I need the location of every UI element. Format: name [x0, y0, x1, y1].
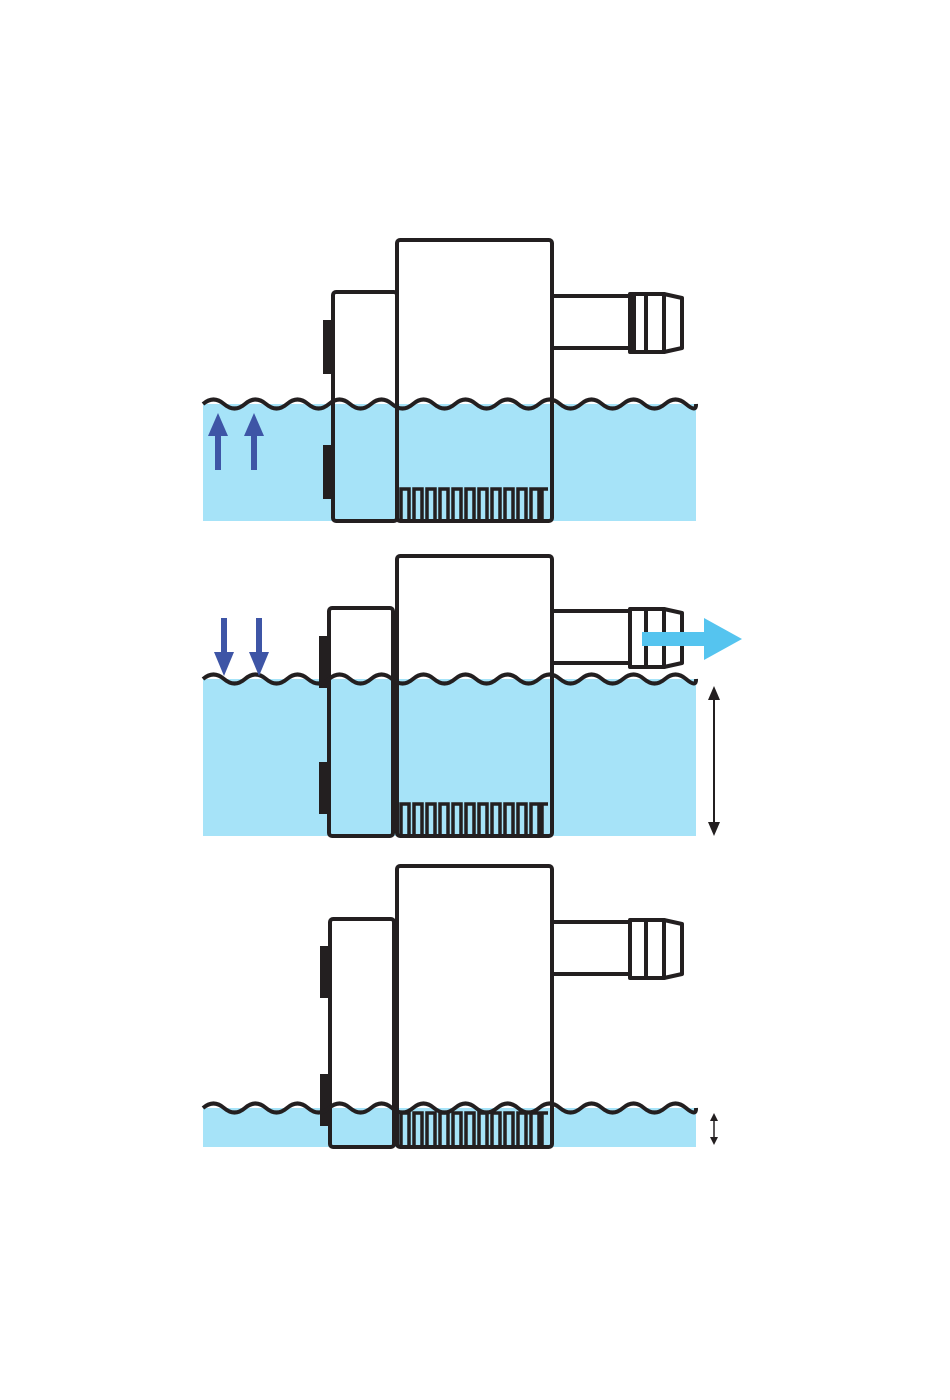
intake-grille [401, 804, 548, 835]
arrow-right-icon [642, 618, 742, 660]
hose-barb-outlet-icon [552, 920, 682, 978]
float-switch-icon [320, 1074, 330, 1126]
arrow-down-icon [249, 618, 269, 676]
panel-off [203, 866, 718, 1147]
intake-grille [401, 489, 548, 520]
double-headed-arrow-icon [710, 1113, 718, 1145]
float-switch-icon [320, 946, 330, 998]
double-headed-arrow-icon [708, 686, 720, 836]
arrow-down-icon [214, 618, 234, 676]
float-switch-icon [323, 320, 333, 374]
float-switch-icon [323, 445, 333, 499]
panel-pumping [203, 556, 742, 836]
hose-barb-outlet-icon [552, 294, 682, 352]
intake-grille [401, 1113, 548, 1146]
float-switch-icon [319, 762, 329, 814]
panel-rising [203, 240, 696, 521]
